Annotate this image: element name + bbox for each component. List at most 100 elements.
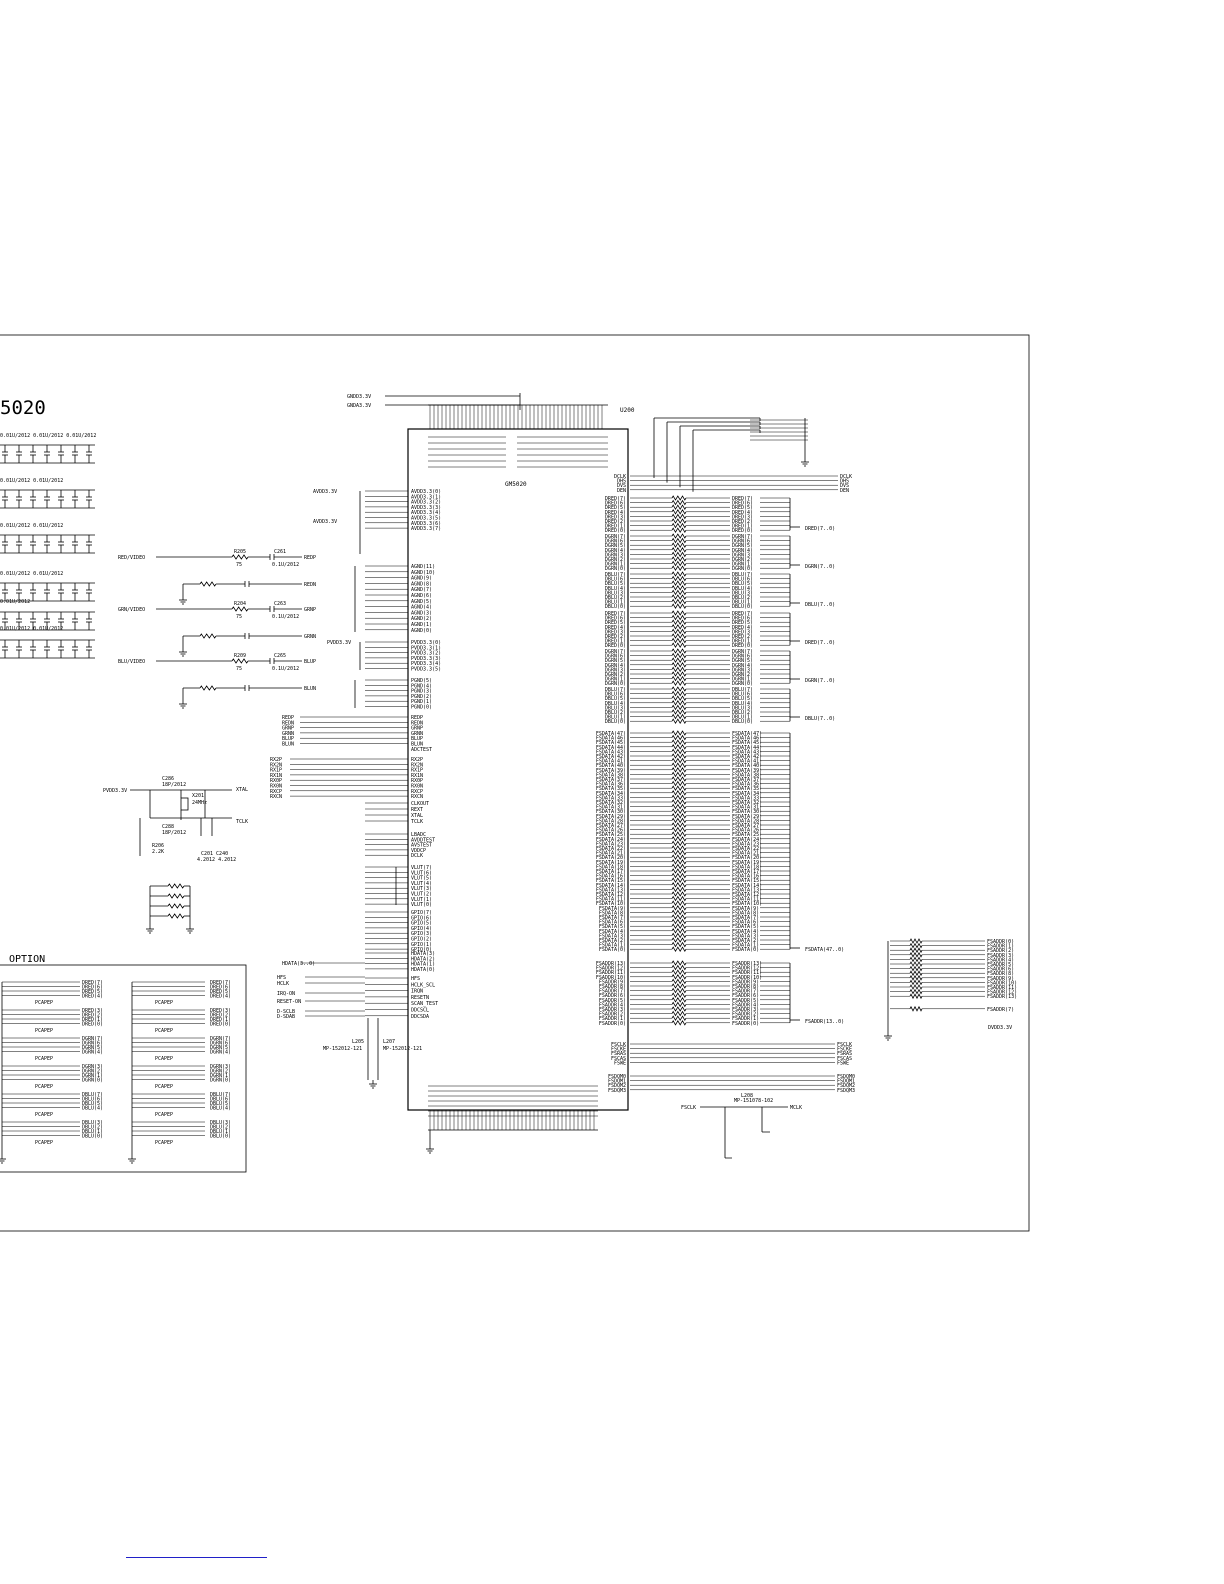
footer-link-underline[interactable] [126,1557,267,1558]
fsdata-out-10: FSDATA(37) [732,777,762,783]
resistor-symbol [909,961,923,967]
fsaddr-pin-10: FSADDR(3) [599,1007,626,1013]
resistor-symbol [671,785,687,791]
fsdata-pin-11: FSDATA(36) [596,782,626,788]
dblu-b-out-5: DBLU(2) [732,710,753,716]
option-left-4-3: DBLU(4) [82,1106,103,1112]
adc-net-3: GRNN [282,731,294,737]
agnd-pin-9: AGND(2) [411,616,432,622]
resistor-symbol [671,863,687,870]
fsaddr-out-2: FSADDR(11) [732,970,762,976]
host-pin-4: SCAN_TEST [411,1001,438,1007]
fsaddr-pin-12: FSADDR(1) [599,1016,626,1022]
resistor-symbol [671,748,687,755]
dred-a-pin-2: DRED(5) [605,505,626,511]
option-foot-left-3: PCAPEP [35,1084,53,1090]
option-groups: DRED(7)DRED(6)DRED(5)DRED(4)DRED(7)DRED(… [0,980,231,1164]
clk-pin-3: TCLK [411,819,423,825]
fsdata-pin-46: FSDATA(1) [599,943,626,949]
vlut-pin-4: VLUT(3) [411,886,432,892]
resistor-symbol [671,671,687,677]
fsdata-pin-32: FSDATA(15) [596,878,626,884]
host-net-1: HCLK [277,981,289,987]
resistor-symbol [671,799,687,805]
dblu-b-out-0: DBLU(7) [732,687,753,693]
host-pin-5: DDCSCL [411,1008,429,1014]
fsdata-pin-20: FSDATA(27) [596,823,626,829]
dred-b-pin-1: DRED(6) [605,616,626,622]
fsaddr-pin-4: FSADDR(9) [599,979,626,985]
fsdata-pin-6: FSDATA(41) [596,759,626,765]
option-foot-right-0: PCAPEP [155,1000,173,1006]
rx-net-3: RX1N [270,773,282,779]
fsdata-out-42: FSDATA(5) [732,924,759,930]
fsdata-out-45: FSDATA(2) [732,938,759,944]
misc-pin-1: AVDDTEST [411,837,435,843]
resistor-symbol [909,984,923,990]
fsdata-out-11: FSDATA(36) [732,782,762,788]
fsdata-pin-47: FSDATA(0) [599,947,626,953]
fsdata-out-46: FSDATA(1) [732,943,759,949]
analog-neg-pin-1: GRNN [304,634,316,640]
fsdqm-pin-3: FSDQM3 [608,1088,626,1094]
resistor-symbol [909,956,923,963]
option-right-4-1: DBLU(6) [210,1097,231,1103]
resistor-symbol [671,969,687,975]
resistor-symbol [671,941,687,948]
dred-b-pin-2: DRED(5) [605,620,626,626]
rx-net-4: RX0P [270,778,282,784]
clk-pin-2: XTAL [411,813,423,819]
fsdata-out-17: FSDATA(30) [732,809,762,815]
dclk-filter-network [653,417,809,492]
dred-a-pin-4: DRED(3) [605,514,626,520]
resistor-symbol [671,923,687,929]
resistor-symbol [671,914,687,920]
dgrn-a-out-5: DGRN(2) [732,557,753,563]
gpio-pin-3: GPIO(4) [411,926,432,932]
adc-net-4: BLUP [282,736,294,742]
adc-pin-1: REDN [411,720,423,726]
option-left-0-1: DRED(6) [82,985,103,991]
dred-a-pin-7: DRED(0) [605,528,626,534]
crystal-x201 [180,797,189,811]
host-pin-2: IRQN [411,989,423,995]
dgrn-a-out-2: DGRN(5) [732,543,753,549]
dclk-pin-3: DEN [617,488,626,494]
misc-pin-2: AVSTEST [411,843,432,849]
fsaddr-out-11: FSADDR(2) [732,1012,759,1018]
resistor-symbol [909,970,923,977]
chip-top-pins [428,404,608,468]
fsdata-out-3: FSDATA(44) [732,745,762,751]
dred-a-out-1: DRED(6) [732,501,753,507]
far-right-addr-2: FSADDR(2) [987,948,1014,954]
cap-bank-row6: 0.01U/2012 0.01U/2012 [0,626,63,632]
resistor-symbol [671,794,687,801]
fsdata-pin-17: FSDATA(30) [596,809,626,815]
fsdata-out-26: FSDATA(21) [732,851,762,857]
resistor-symbol [671,831,687,837]
fsctl-out-0: FSCLK [837,1042,852,1048]
option-right-5-3: DBLU(0) [210,1134,231,1140]
option-right-4-2: DBLU(5) [210,1101,231,1107]
hdata-pin-1: HDATA(2) [411,956,435,962]
dred-b-out-1: DRED(6) [732,616,753,622]
option-foot-left-1: PCAPEP [35,1028,53,1034]
option-left-0-3: DRED(4) [82,994,103,1000]
pvdd-rail-label: PVDD3.3V [327,640,351,646]
resistor-symbol [671,1006,687,1012]
rx-pin-4: RX0P [411,778,423,784]
hdata-pin-2: HDATA(1) [411,962,435,968]
resistor-symbol [671,753,687,759]
dblu-a-pin-1: DBLU(6) [605,577,626,583]
resistor-symbol [671,790,687,796]
option-right-3-1: DGRN(2) [210,1069,231,1075]
dblu-a-pin-7: DBLU(0) [605,604,626,610]
agnd-pin-3: AGND(8) [411,581,432,587]
option-right-3-3: DGRN(0) [210,1078,231,1084]
dgrn-a-pin-7: DGRN(0) [605,566,626,572]
dblu-a-pin-5: DBLU(2) [605,595,626,601]
option-right-0-0: DRED(7) [210,980,231,986]
gpio-pin-0: GPIO(7) [411,910,432,916]
avdd-pin-6: AVDD3.3(6) [411,521,441,527]
